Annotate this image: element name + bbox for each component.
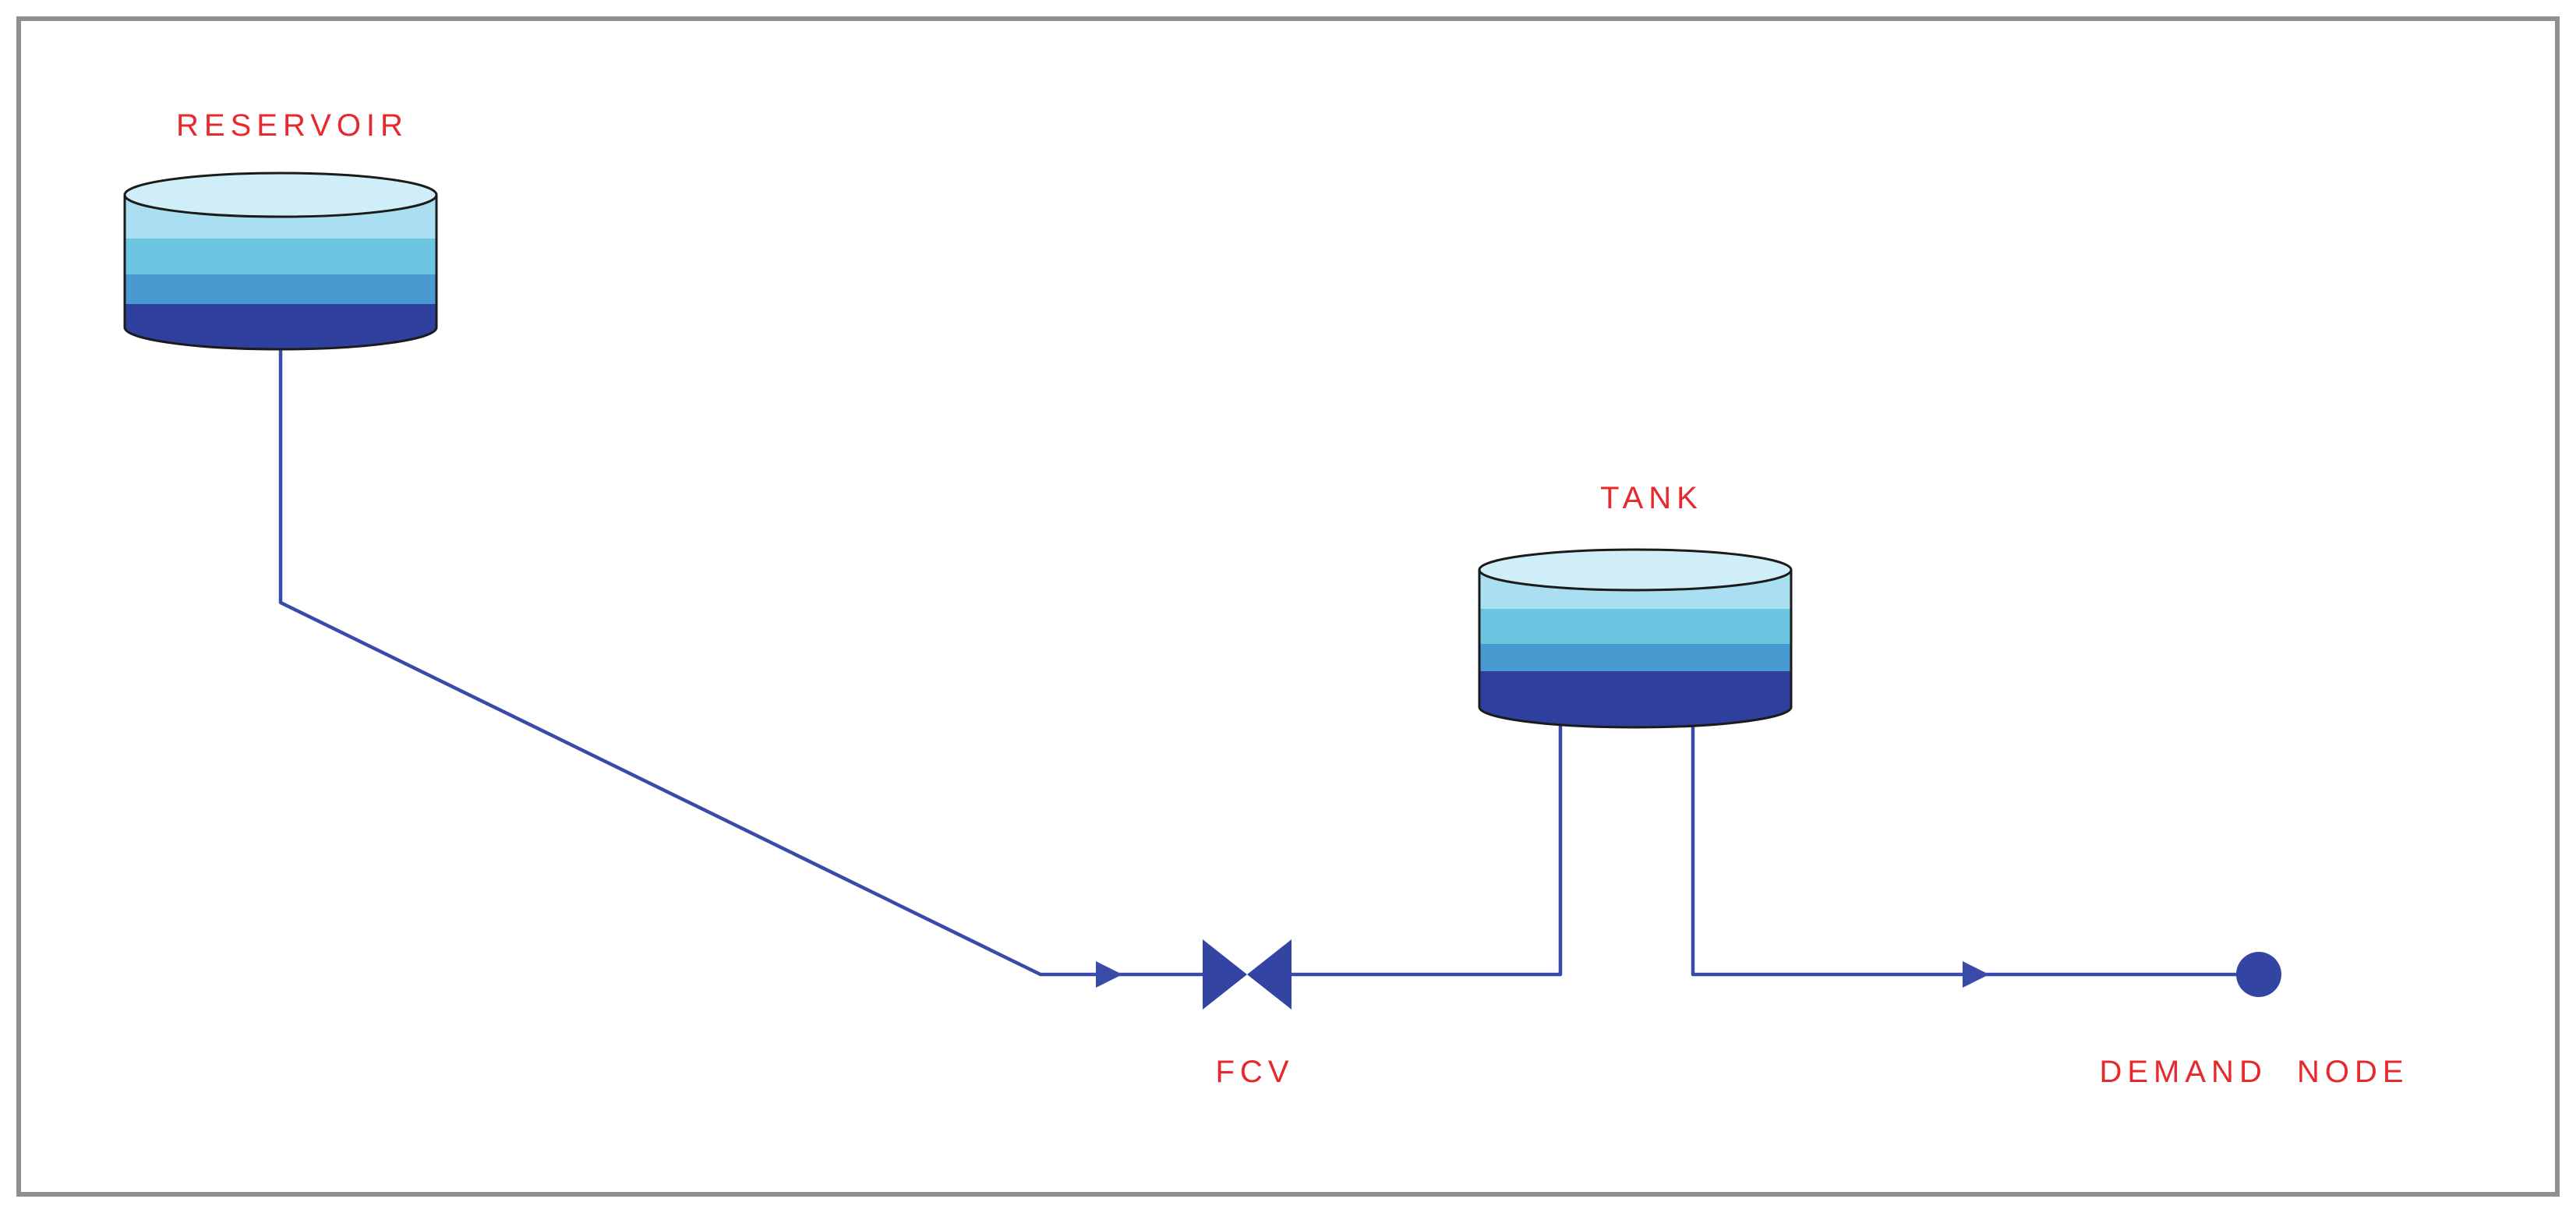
flow-arrow-icon bbox=[1963, 961, 1989, 988]
pipe-valve-to-tank[interactable] bbox=[1292, 702, 1563, 977]
demand-node-label: DEMAND NODE bbox=[2099, 1055, 2408, 1089]
pipe-reservoir-to-valve[interactable] bbox=[278, 327, 1203, 977]
reservoir-lid bbox=[123, 172, 438, 218]
reservoir-symbol[interactable] bbox=[123, 172, 438, 351]
tank-label: TANK bbox=[1600, 481, 1703, 515]
tank-symbol[interactable] bbox=[1478, 548, 1793, 729]
reservoir-band-mid bbox=[125, 274, 436, 304]
reservoir-outline bbox=[123, 195, 438, 351]
flow-arrow-icon bbox=[1096, 961, 1122, 988]
fcv-label: FCV bbox=[1216, 1055, 1295, 1089]
fcv-valve-left-wing bbox=[1203, 939, 1247, 1010]
fcv-valve-right-wing bbox=[1247, 939, 1292, 1010]
reservoir-label: RESERVOIR bbox=[176, 108, 408, 143]
fcv-valve-icon[interactable] bbox=[1203, 939, 1292, 1010]
pipe-tank-to-demand[interactable] bbox=[1691, 702, 2259, 977]
tank-band-cyan bbox=[1479, 609, 1791, 644]
tank-band-mid bbox=[1479, 644, 1791, 671]
tank-lid bbox=[1478, 548, 1793, 592]
tank-outline bbox=[1478, 570, 1793, 729]
tank-bottom-cap bbox=[1479, 687, 1791, 727]
diagram-border bbox=[16, 16, 2560, 1197]
demand-node-symbol[interactable] bbox=[2236, 952, 2281, 997]
reservoir-band-cyan bbox=[125, 239, 436, 274]
reservoir-bottom-cap bbox=[125, 306, 436, 349]
